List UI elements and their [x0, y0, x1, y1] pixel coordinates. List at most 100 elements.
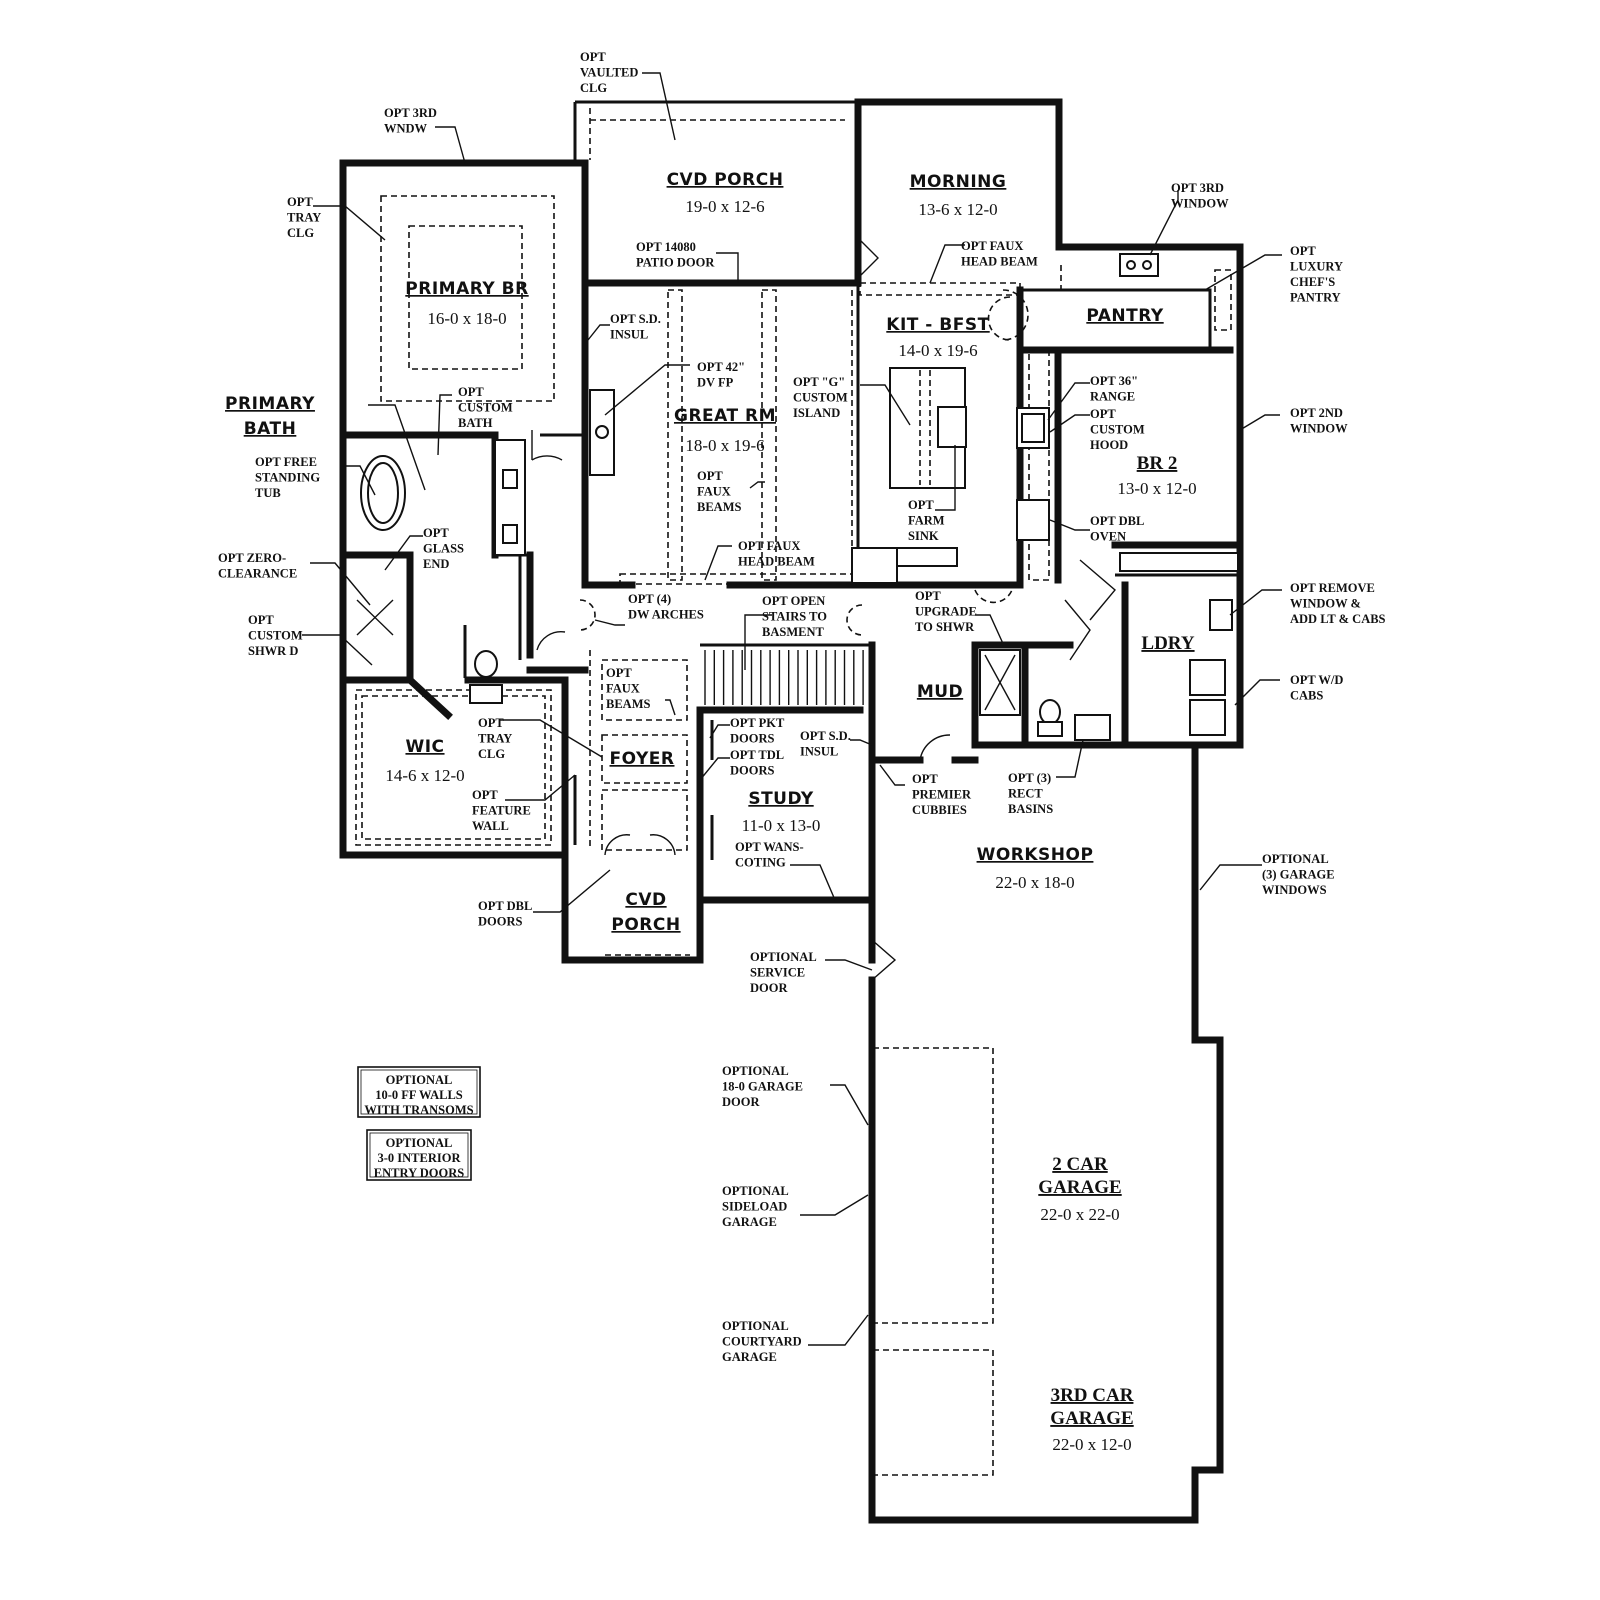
note-opt-farm-sink-line-2: FARM [908, 514, 945, 528]
note-opt-open-stairs-line-1: OPT OPEN [762, 594, 825, 608]
room-br2: BR 2 [1137, 453, 1178, 474]
note-optional-courtyard-line-1: OPTIONAL [722, 1319, 789, 1333]
note-optional-service-door-line-3: DOOR [750, 981, 788, 995]
dim-kit-bfst: 14-0 x 19-6 [898, 341, 977, 360]
note-opt-sd-insul-top-line-1: OPT S.D. [610, 312, 661, 326]
note-opt-glass-end-line-2: GLASS [423, 542, 464, 556]
note-opt-3rd-wndw-line-2: WNDW [384, 122, 428, 136]
note-opt-dv-fp-line-1: OPT 42" [697, 360, 745, 374]
note-opt-upgrade-shwr-line-3: TO SHWR [915, 620, 975, 634]
stairs [704, 650, 864, 705]
note-opt-faux-beams-gr-line-3: BEAMS [697, 500, 742, 514]
note-opt-open-stairs-line-2: STAIRS TO [762, 610, 827, 624]
room-primary-br: PRIMARY BR [405, 279, 528, 299]
note-opt-dw-arches-line-2: DW ARCHES [628, 608, 704, 622]
dim-workshop: 22-0 x 18-0 [995, 873, 1074, 892]
dim-study: 11-0 x 13-0 [742, 816, 821, 835]
washer-dryer [1189, 659, 1226, 736]
note-optional-sideload-line-3: GARAGE [722, 1215, 777, 1229]
note-opt-faux-beams-foyer-line-3: BEAMS [606, 697, 651, 711]
boxnote-ff-walls-1: OPTIONAL [386, 1073, 453, 1087]
note-opt-glass-end-line-1: OPT [423, 526, 449, 540]
dim-br2: 13-0 x 12-0 [1117, 479, 1196, 498]
note-opt-36-range-line-2: RANGE [1090, 390, 1135, 404]
note-optional-garage-windows-line-3: WINDOWS [1262, 883, 1327, 897]
note-opt-wd-cabs-line-2: CABS [1290, 689, 1323, 703]
note-opt-custom-bath-line-3: BATH [458, 416, 493, 430]
note-opt-feature-wall-line-2: FEATURE [472, 804, 531, 818]
note-opt-free-tub-line-2: STANDING [255, 471, 320, 485]
room-primary-bath-2: BATH [244, 419, 297, 439]
note-opt-farm-sink-line-3: SINK [908, 529, 939, 543]
note-opt-wanscoting-line-1: OPT WANS- [735, 840, 804, 854]
note-opt-dbl-oven-line-1: OPT DBL [1090, 514, 1144, 528]
note-opt-tdl-doors-line-2: DOORS [730, 764, 775, 778]
boxnote-ff-walls-3: WITH TRANSOMS [364, 1103, 473, 1117]
note-optional-sideload-line-2: SIDELOAD [722, 1200, 787, 1214]
note-opt-remove-window-line-3: ADD LT & CABS [1290, 612, 1386, 626]
room-mud: MUD [917, 682, 963, 702]
note-opt-dbl-doors-line-2: DOORS [478, 915, 523, 929]
room-2-car-garage-2: GARAGE [1038, 1177, 1121, 1198]
note-opt-custom-hood-line-1: OPT [1090, 407, 1116, 421]
note-opt-dw-arches-line-1: OPT (4) [628, 592, 671, 606]
fireplace-fixture [589, 389, 615, 476]
note-optional-garage-windows-line-2: (3) GARAGE [1262, 868, 1335, 882]
note-opt-faux-head-beam-top-line-2: HEAD BEAM [961, 255, 1038, 269]
note-opt-2nd-window-line-1: OPT 2ND [1290, 406, 1343, 420]
note-opt-faux-beams-foyer-line-1: OPT [606, 666, 632, 680]
room-2-car-garage-1: 2 CAR [1052, 1154, 1108, 1175]
dim-morning: 13-6 x 12-0 [918, 200, 997, 219]
note-opt-tray-clg-wic-line-1: OPT [478, 716, 504, 730]
note-opt-custom-hood-line-2: CUSTOM [1090, 423, 1145, 437]
note-opt-vaulted-clg-line-1: OPT [580, 50, 606, 64]
note-opt-custom-shwr-line-3: SHWR D [248, 644, 298, 658]
note-opt-tray-clg-br-line-2: TRAY [287, 211, 321, 225]
note-optional-service-door-line-1: OPTIONAL [750, 950, 817, 964]
note-opt-tray-clg-wic-line-3: CLG [478, 747, 505, 761]
note-opt-free-tub-line-3: TUB [255, 486, 281, 500]
note-optional-garage-windows-line-1: OPTIONAL [1262, 852, 1329, 866]
note-opt-pkt-doors-line-1: OPT PKT [730, 716, 785, 730]
note-opt-luxury-pantry-line-1: OPT [1290, 244, 1316, 258]
note-opt-zero-clearance-line-1: OPT ZERO- [218, 551, 286, 565]
note-opt-feature-wall-line-1: OPT [472, 788, 498, 802]
note-opt-sd-insul-study-line-2: INSUL [800, 745, 838, 759]
note-opt-patio-door-line-2: PATIO DOOR [636, 256, 715, 270]
interior-doors-box [366, 1129, 472, 1181]
note-opt-3rd-window-line-1: OPT 3RD [1171, 181, 1224, 195]
dim-cvd-porch-rear: 19-0 x 12-6 [685, 197, 764, 216]
room-labels: CVD PORCH 19-0 x 12-6 MORNING 13-6 x 12-… [225, 170, 1197, 1454]
note-opt-faux-beams-gr-line-1: OPT [697, 469, 723, 483]
note-opt-3rd-wndw-line-1: OPT 3RD [384, 106, 437, 120]
doors [463, 237, 1116, 981]
boxnote-interior-doors-3: ENTRY DOORS [374, 1166, 464, 1180]
room-primary-bath-1: PRIMARY [225, 394, 315, 414]
room-workshop: WORKSHOP [977, 845, 1094, 865]
shower-fixture [356, 599, 394, 636]
note-opt-g-island-line-3: ISLAND [793, 406, 840, 420]
note-opt-zero-clearance-line-2: CLEARANCE [218, 567, 297, 581]
note-opt-dv-fp-line-2: DV FP [697, 376, 734, 390]
dim-primary-br: 16-0 x 18-0 [427, 309, 506, 328]
note-opt-luxury-pantry-line-2: LUXURY [1290, 260, 1343, 274]
dim-3rd-car-garage: 22-0 x 12-0 [1052, 1435, 1131, 1454]
note-opt-tray-clg-br-line-1: OPT [287, 195, 313, 209]
note-optional-18-garage-door-line-1: OPTIONAL [722, 1064, 789, 1078]
room-study: STUDY [748, 789, 814, 809]
note-opt-dbl-doors-line-1: OPT DBL [478, 899, 532, 913]
dim-great-rm: 18-0 x 19-6 [685, 436, 764, 455]
note-opt-vaulted-clg-line-2: VAULTED [580, 66, 638, 80]
note-opt-upgrade-shwr-line-1: OPT [915, 589, 941, 603]
note-opt-tray-clg-wic-line-2: TRAY [478, 732, 512, 746]
room-cvd-porch-rear: CVD PORCH [667, 170, 784, 190]
note-opt-dbl-oven-line-2: OVEN [1090, 530, 1126, 544]
note-opt-rect-basins-line-2: RECT [1008, 787, 1043, 801]
leader-lines [302, 72, 1282, 1346]
note-opt-faux-head-beam-mid-line-2: HEAD BEAM [738, 555, 815, 569]
boxed-notes: OPTIONAL 10-0 FF WALLS WITH TRANSOMS OPT… [357, 1066, 481, 1181]
note-opt-faux-head-beam-top-line-1: OPT FAUX [961, 239, 1023, 253]
note-optional-18-garage-door-line-3: DOOR [722, 1095, 760, 1109]
